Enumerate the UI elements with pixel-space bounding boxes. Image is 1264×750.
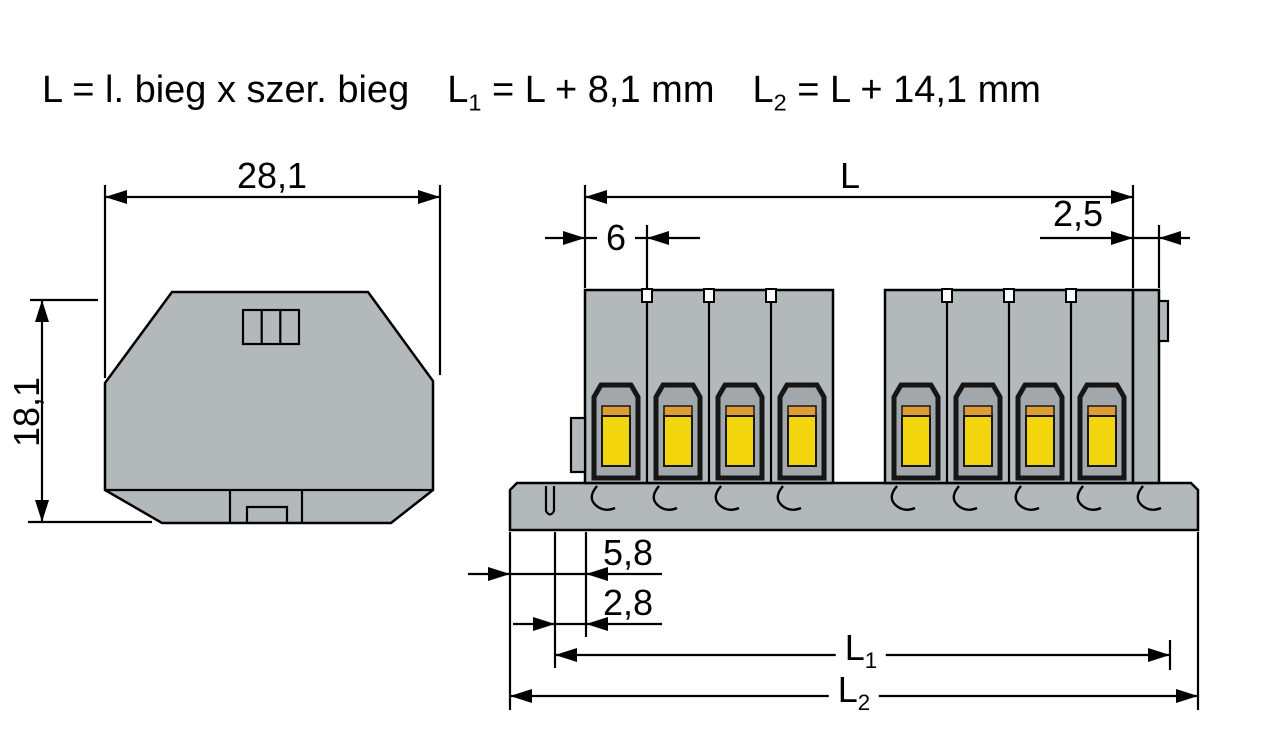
rail-hook-detail: [652, 485, 678, 511]
clamp-orange-strip: [1087, 405, 1117, 417]
dim-label-offset-b: 2,8: [602, 582, 654, 623]
clamp-orange-strip: [601, 405, 631, 417]
clamp-yellow-lever: [787, 415, 817, 467]
terminal-dividers: [645, 290, 1073, 483]
dim-label-offset-a: 5,8: [602, 532, 654, 573]
rail-hooks: [590, 485, 1162, 511]
dimension-arrowheads: [35, 190, 1198, 703]
clamp-orange-strip: [725, 405, 755, 417]
clamp-orange-strip: [1025, 405, 1055, 417]
clamp-orange-strip: [663, 405, 693, 417]
formula-l1: L1 = L + 8,1 mm: [447, 69, 715, 116]
rail-hook-detail: [1076, 485, 1102, 511]
divider-top-notches: [641, 288, 1077, 303]
dim-label-side-width: 28,1: [236, 155, 308, 196]
clamp-orange-strip: [787, 405, 817, 417]
mounting-rail: [508, 481, 1200, 532]
rail-hook-detail: [714, 485, 740, 511]
dim-label-end-width: 2,5: [1052, 193, 1104, 234]
dim-label-overall-length: L: [839, 155, 861, 196]
clamp-yellow-lever: [601, 415, 631, 467]
clamp-units: [591, 382, 1127, 481]
rail-hook-detail: [890, 485, 916, 511]
rail-hook-detail: [776, 485, 802, 511]
clamp-yellow-lever: [963, 415, 993, 467]
side-view-foot-notch: [228, 490, 304, 523]
front-view: [508, 288, 1200, 532]
clamp-orange-strip: [963, 405, 993, 417]
formula-l: L = l. bieg x szer. bieg: [42, 69, 410, 111]
clamp-yellow-lever: [1025, 415, 1055, 467]
side-view-marker-cells: [241, 308, 301, 346]
clamp-yellow-lever: [663, 415, 693, 467]
clamp-orange-strip: [901, 405, 931, 417]
formula-line: L = l. bieg x szer. bieg L1 = L + 8,1 mm…: [42, 69, 1041, 117]
end-plate: [1131, 288, 1161, 485]
rail-hook-detail: [952, 485, 978, 511]
dim-label-side-height: 18,1: [6, 376, 47, 448]
rail-hook-detail: [1014, 485, 1040, 511]
formula-l2: L2 = L + 14,1 mm: [752, 69, 1041, 116]
side-view-body: [103, 290, 435, 525]
clamp-yellow-lever: [725, 415, 755, 467]
clamp-yellow-lever: [1087, 415, 1117, 467]
side-view: [103, 290, 435, 525]
dim-label-pitch: 6: [596, 220, 636, 256]
dim-label-l1: L1: [835, 629, 887, 673]
end-plate-tab: [1157, 299, 1170, 343]
left-side-tab: [569, 416, 587, 474]
clamp-yellow-lever: [901, 415, 931, 467]
rail-screw-slot: [544, 486, 556, 516]
dim-label-l2: L2: [828, 671, 880, 715]
rail-hook-detail: [1136, 485, 1162, 511]
rail-hook-detail: [590, 485, 616, 511]
